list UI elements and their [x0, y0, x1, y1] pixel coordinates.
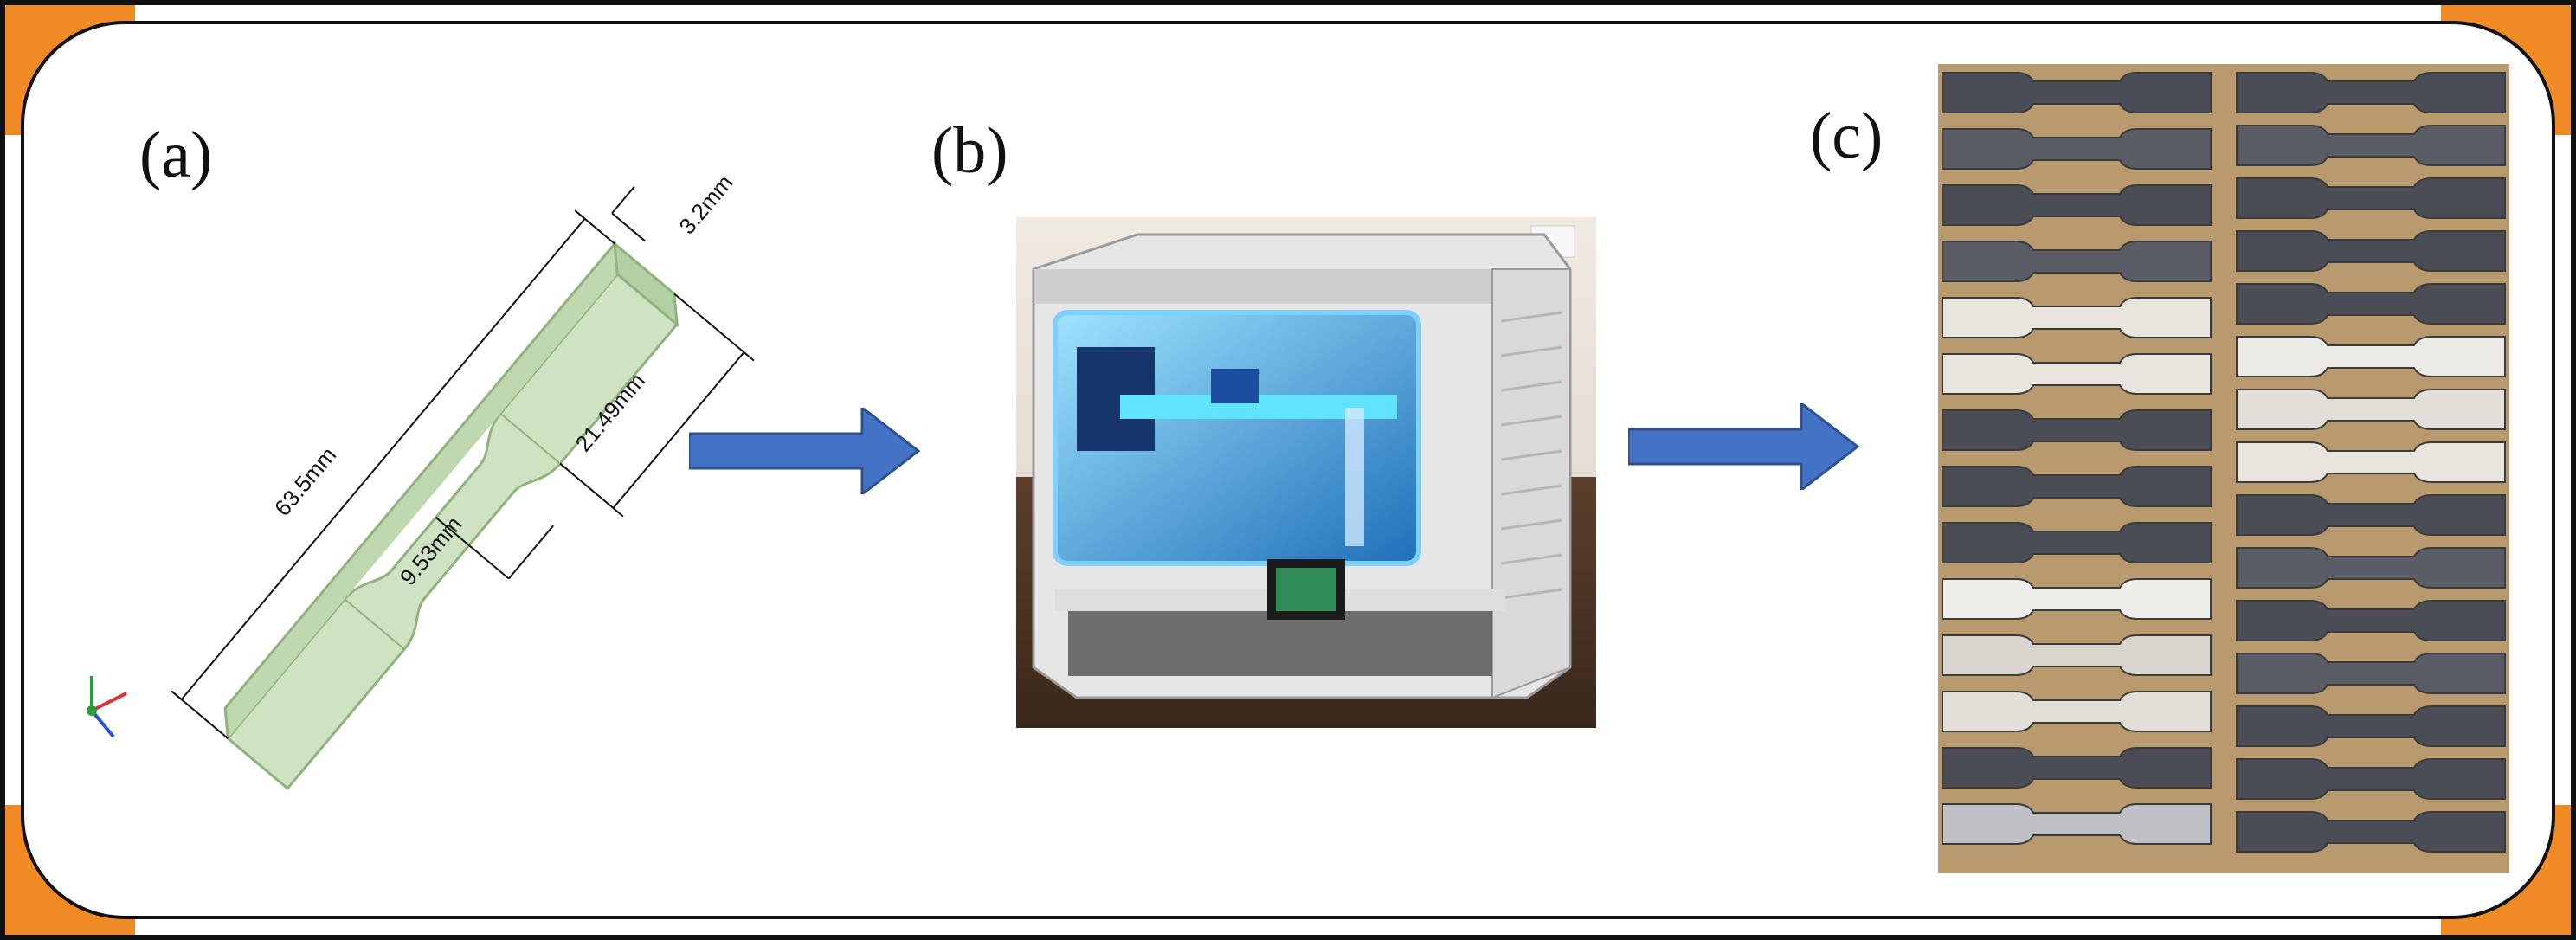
- specimen-drawing: [87, 186, 755, 791]
- specimen-piece: [1942, 72, 2212, 113]
- specimen-piece: [1942, 128, 2212, 170]
- specimen-piece: [2236, 705, 2506, 747]
- specimen-piece: [1942, 578, 2212, 620]
- specimen-piece: [1942, 297, 2212, 338]
- specimen-piece: [1942, 466, 2212, 507]
- specimen-piece: [2236, 389, 2506, 430]
- specimen-piece: [2236, 441, 2506, 483]
- specimen-piece: [2236, 600, 2506, 641]
- 3d-printer-photo: ​: [1016, 217, 1596, 728]
- right-arrow-icon: [1628, 403, 1860, 490]
- specimen-piece: [2236, 125, 2506, 166]
- specimen-piece: [1942, 747, 2212, 789]
- specimen-piece: [1942, 634, 2212, 676]
- specimen-piece: [2236, 653, 2506, 694]
- specimen-piece: [1942, 184, 2212, 226]
- specimen-piece: [1942, 409, 2212, 451]
- specimen-piece: [1942, 353, 2212, 395]
- specimen-piece: [2236, 177, 2506, 219]
- specimen-piece: [1942, 241, 2212, 282]
- specimen-piece: [1942, 522, 2212, 563]
- specimen-piece: [2236, 811, 2506, 853]
- specimen-piece: [2236, 494, 2506, 536]
- specimen-piece: [1942, 803, 2212, 845]
- specimen-piece: [2236, 336, 2506, 377]
- specimen-piece: [1942, 691, 2212, 732]
- specimen-piece: [2236, 547, 2506, 589]
- printed-specimens-photo: [1938, 64, 2509, 873]
- specimen-piece: [2236, 758, 2506, 800]
- specimen-piece: [2236, 283, 2506, 325]
- panel-label-c: (c): [1810, 100, 1884, 172]
- specimen-piece: [2236, 72, 2506, 113]
- right-arrow-icon: [689, 408, 921, 494]
- specimen-piece: [2236, 230, 2506, 272]
- panel-label-b: (b): [931, 114, 1008, 187]
- panel-label-a: (a): [139, 119, 213, 191]
